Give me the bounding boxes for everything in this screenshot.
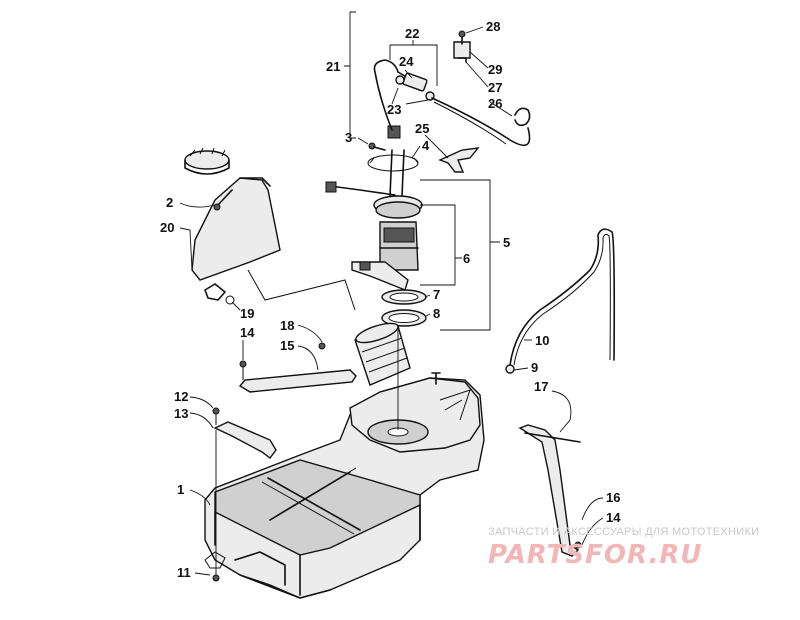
callout-29: 29	[488, 62, 502, 77]
callout-12: 12	[174, 389, 188, 404]
pump-gasket-rings	[381, 289, 427, 327]
callout-1: 1	[177, 482, 184, 497]
callout-labels: 1 2 3 4 5 6 7 8 9 10 11 12 13 14 14 15 1…	[160, 19, 621, 580]
hose-clip	[453, 30, 471, 63]
bolt-3	[368, 142, 386, 151]
callout-22: 22	[405, 26, 419, 41]
callout-18: 18	[280, 318, 294, 333]
tank-strap-left	[212, 407, 277, 580]
callout-17: 17	[534, 379, 548, 394]
filler-neck-shield	[191, 177, 281, 305]
vent-hose	[505, 228, 616, 374]
callout-20: 20	[160, 220, 174, 235]
hose-bracket	[438, 147, 480, 173]
fuel-cap	[184, 147, 230, 175]
callout-14-lower: 14	[606, 510, 621, 525]
callout-5: 5	[503, 235, 510, 250]
callout-7: 7	[433, 287, 440, 302]
callout-13: 13	[174, 406, 188, 421]
callout-10: 10	[535, 333, 549, 348]
callout-2: 2	[166, 195, 173, 210]
callout-15: 15	[280, 338, 294, 353]
callout-25: 25	[415, 121, 429, 136]
fuel-tank	[204, 372, 485, 599]
callout-21: 21	[326, 59, 340, 74]
callout-19: 19	[240, 306, 254, 321]
tank-strap-right	[518, 424, 582, 557]
callout-4: 4	[422, 138, 430, 153]
fuel-pump-assembly	[325, 125, 423, 291]
callout-14-upper: 14	[240, 325, 255, 340]
callout-9: 9	[531, 360, 538, 375]
watermark-logo: PARTSFOR.RU	[488, 540, 703, 570]
callout-16: 16	[606, 490, 620, 505]
leader-lines	[179, 11, 604, 576]
callout-27: 27	[488, 80, 502, 95]
callout-3: 3	[345, 130, 352, 145]
callout-11: 11	[177, 565, 191, 580]
tank-strap-rod	[238, 342, 357, 393]
callout-28: 28	[486, 19, 500, 34]
callout-6: 6	[463, 251, 470, 266]
callout-26: 26	[488, 96, 502, 111]
callout-23: 23	[387, 102, 401, 117]
bolt-11	[204, 551, 226, 582]
callout-24: 24	[399, 54, 414, 69]
filler-neck-tube	[354, 322, 411, 386]
watermark-tagline: ЗАПЧАСТИ И АКСЕССУАРЫ ДЛЯ МОТОТЕХНИКИ	[488, 526, 760, 538]
fuel-hose-assembly	[373, 59, 531, 147]
callout-8: 8	[433, 306, 440, 321]
